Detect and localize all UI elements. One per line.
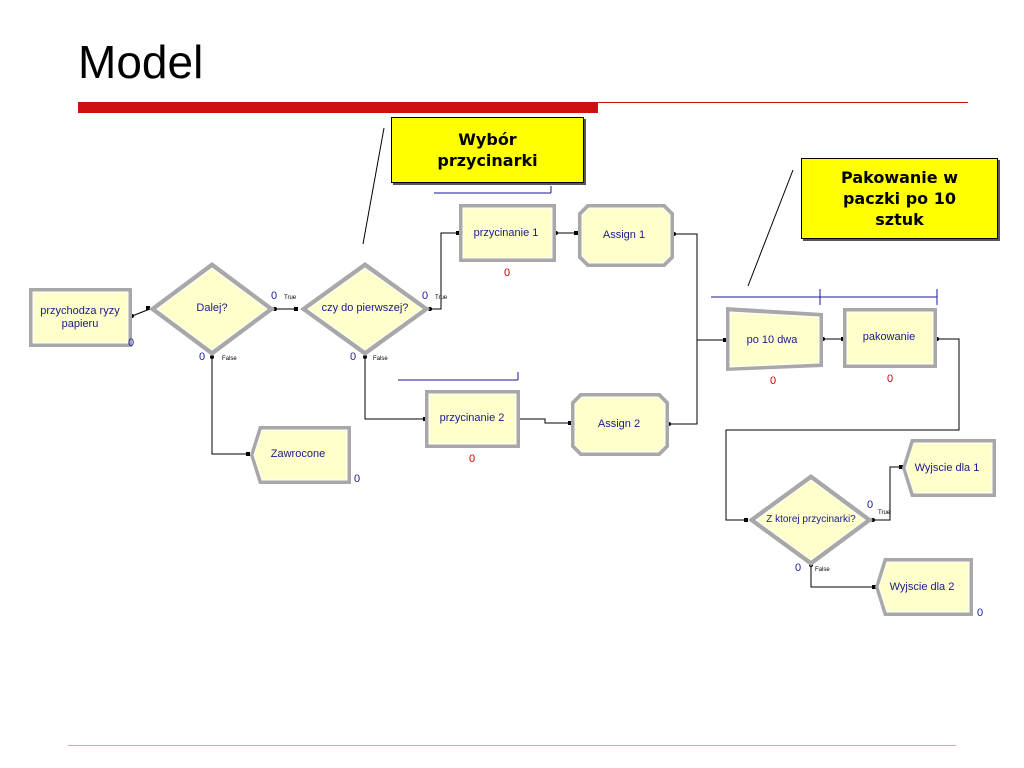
zawrocone-label: Zawrocone xyxy=(271,448,325,460)
wyjscie-2-counter: 0 xyxy=(977,607,983,619)
process-pakowanie[interactable]: pakowanie xyxy=(843,308,937,368)
dalej-false-counter: 0 xyxy=(199,351,205,363)
dispose-wyjscie-2[interactable]: Wyjscie dla 2 xyxy=(875,558,973,616)
title-underline-thin xyxy=(598,102,968,103)
callout-wybor-przycinarki: Wybór przycinarki xyxy=(391,117,584,183)
z-ktorej-true-counter: 0 xyxy=(867,499,873,511)
czy-false-counter: 0 xyxy=(350,351,356,363)
po-10-dwa-label: po 10 dwa xyxy=(747,334,799,346)
wyjscie-1-label: Wyjscie dla 1 xyxy=(915,462,980,474)
create-counter: 0 xyxy=(128,337,134,349)
dalej-true-counter: 0 xyxy=(271,290,277,302)
pakowanie-counter: 0 xyxy=(887,373,893,385)
process-przycinanie-2[interactable]: przycinanie 2 xyxy=(425,390,520,448)
decide-czy-label: czy do pierwszej? xyxy=(322,302,409,314)
callout-1-pointer xyxy=(362,127,385,245)
assign-2-label: Assign 2 xyxy=(598,418,640,430)
title-underline-thick xyxy=(78,102,598,113)
czy-false-label: False xyxy=(373,356,388,362)
decide-czy-do-pierwszej[interactable]: czy do pierwszej? xyxy=(300,262,430,356)
przycinanie-2-counter: 0 xyxy=(469,453,475,465)
przycinanie-2-label: przycinanie 2 xyxy=(440,412,505,424)
page-title: Model xyxy=(78,36,204,88)
callout-pakowanie: Pakowanie w paczki po 10 sztuk xyxy=(801,158,998,239)
decide-dalej-label: Dalej? xyxy=(196,302,227,314)
create-label-line2: papieru xyxy=(62,318,99,330)
decide-dalej[interactable]: Dalej? xyxy=(149,262,275,356)
z-ktorej-label: Z ktorej przycinarki? xyxy=(766,514,856,525)
z-ktorej-false-counter: 0 xyxy=(795,562,801,574)
z-ktorej-true-label: True xyxy=(878,510,891,516)
dispose-zawrocone[interactable]: Zawrocone xyxy=(250,426,351,484)
czy-true-label: True xyxy=(435,295,448,301)
decide-z-ktorej-przycinarki[interactable]: Z ktorej przycinarki? xyxy=(748,474,873,566)
create-block[interactable]: przychodza ryzy papieru xyxy=(29,288,132,347)
dispose-wyjscie-1[interactable]: Wyjscie dla 1 xyxy=(902,439,996,497)
przycinanie-1-counter: 0 xyxy=(504,267,510,279)
queue-lines xyxy=(398,186,938,381)
czy-true-counter: 0 xyxy=(422,290,428,302)
przycinanie-1-label: przycinanie 1 xyxy=(474,227,539,239)
zawrocone-counter: 0 xyxy=(354,473,360,485)
z-ktorej-false-label: False xyxy=(815,567,830,573)
process-przycinanie-1[interactable]: przycinanie 1 xyxy=(459,204,556,262)
wyjscie-2-label: Wyjscie dla 2 xyxy=(890,581,955,593)
callout-2-pointer xyxy=(747,169,794,287)
dalej-false-label: False xyxy=(222,356,237,362)
batch-po-10-dwa[interactable]: po 10 dwa xyxy=(726,307,823,371)
pakowanie-label: pakowanie xyxy=(863,331,916,343)
dalej-true-label: True xyxy=(284,295,297,301)
assign-1-block[interactable]: Assign 1 xyxy=(578,204,674,267)
assign-1-label: Assign 1 xyxy=(603,229,645,241)
po-10-dwa-counter: 0 xyxy=(770,375,776,387)
create-label-line1: przychodza ryzy xyxy=(40,305,120,317)
footer-divider xyxy=(68,745,956,746)
assign-2-block[interactable]: Assign 2 xyxy=(571,393,669,456)
